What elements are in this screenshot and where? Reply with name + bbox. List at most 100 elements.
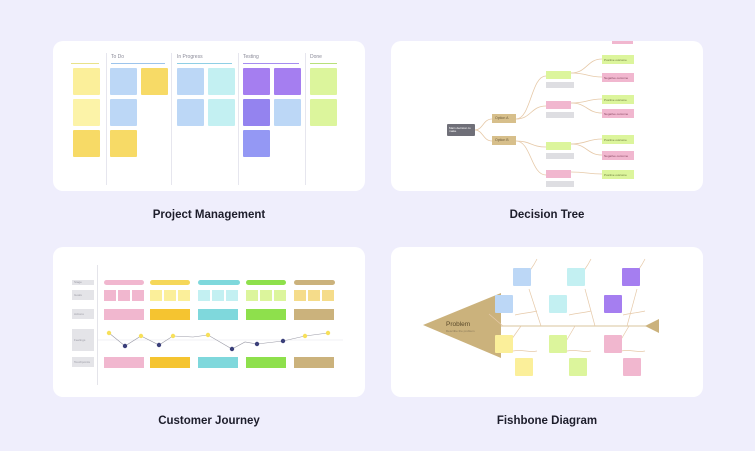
option-a-label: Option A: [495, 116, 509, 120]
outcome-label: Positive outcome: [604, 138, 627, 142]
sticky-note: [208, 99, 235, 126]
stage-pill: [150, 280, 190, 285]
template-card-customer-journey[interactable]: Stage Goals Actions Feelings Touchpoints: [53, 247, 365, 397]
sticky-note: [243, 68, 270, 95]
goal-note: [150, 290, 162, 301]
decision-tree-connectors: [474, 58, 603, 176]
row-label: Actions: [74, 312, 84, 316]
template-title-project-management[interactable]: Project Management: [152, 209, 266, 221]
goal-note: [294, 290, 306, 301]
decision-node: [546, 101, 571, 109]
row-label-box: Feelings: [72, 329, 94, 351]
cause-note: [604, 295, 622, 313]
row-label: Feelings: [74, 338, 86, 342]
outcome-node: [612, 41, 633, 44]
sticky-note: [73, 99, 100, 126]
outcome-label: Negative outcome: [604, 76, 629, 80]
option-node-b: Option B: [492, 136, 516, 145]
column-header-testing: Testing: [243, 54, 259, 60]
touchpoint-bar: [246, 357, 286, 368]
goal-note: [198, 290, 210, 301]
row-label-box: Touchpoints: [72, 357, 94, 367]
cause-note: [495, 335, 513, 353]
column-header-in-progress: In Progress: [177, 54, 203, 60]
template-title-fishbone-diagram[interactable]: Fishbone Diagram: [496, 415, 598, 427]
sticky-note: [110, 130, 137, 157]
problem-sublabel: Describe the problem: [446, 329, 475, 333]
stage-pill: [104, 280, 144, 285]
cause-note: [604, 335, 622, 353]
decision-note: [546, 153, 574, 159]
sticky-note: [310, 68, 337, 95]
journey-divider: [97, 265, 98, 385]
action-bar: [294, 309, 334, 320]
row-label-box: Stage: [72, 280, 94, 285]
column-underline: [177, 63, 232, 64]
outcome-label: Positive outcome: [604, 58, 627, 62]
row-label: Stage: [74, 280, 82, 284]
outcome-label: Positive outcome: [604, 98, 627, 102]
column-header-todo: To Do: [111, 54, 125, 60]
outcome-label: Positive outcome: [604, 173, 627, 177]
row-label-box: Actions: [72, 309, 94, 319]
column-header-done: Done: [310, 54, 322, 60]
outcome-positive: Positive outcome: [602, 95, 634, 104]
cause-note: [567, 268, 585, 286]
outcome-positive: Positive outcome: [602, 170, 634, 179]
goal-note: [212, 290, 224, 301]
template-title-decision-tree[interactable]: Decision Tree: [509, 209, 585, 221]
option-node-a: Option A: [492, 114, 516, 123]
sticky-note: [310, 99, 337, 126]
outcome-negative: Negative outcome: [602, 73, 634, 82]
cause-note: [622, 268, 640, 286]
goal-note: [226, 290, 238, 301]
template-title-customer-journey[interactable]: Customer Journey: [158, 415, 260, 427]
kanban-divider: [305, 53, 306, 185]
decision-node: [546, 170, 571, 178]
row-label: Touchpoints: [74, 360, 91, 364]
action-bar: [150, 309, 190, 320]
problem-label: Problem: [446, 321, 471, 328]
outcome-negative: Negative outcome: [602, 109, 634, 118]
feelings-line: [98, 330, 343, 352]
outcome-positive: Positive outcome: [602, 55, 634, 64]
template-card-fishbone-diagram[interactable]: Problem Describe the problem: [391, 247, 703, 397]
option-b-label: Option B: [495, 138, 509, 142]
kanban-divider: [171, 53, 172, 185]
goal-note: [308, 290, 320, 301]
column-underline: [111, 63, 165, 64]
sticky-note: [73, 68, 100, 95]
touchpoint-bar: [198, 357, 238, 368]
goal-note: [118, 290, 130, 301]
sticky-note: [208, 68, 235, 95]
sticky-note: [243, 99, 270, 126]
decision-node: [546, 71, 571, 79]
sticky-note: [110, 99, 137, 126]
decision-note: [546, 112, 574, 118]
sticky-note: [274, 68, 301, 95]
touchpoint-bar: [150, 357, 190, 368]
column-underline: [71, 63, 99, 64]
template-card-project-management[interactable]: To Do In Progress Testing Done: [53, 41, 365, 191]
kanban-divider: [106, 53, 107, 185]
sticky-note: [141, 68, 168, 95]
cause-note: [515, 358, 533, 376]
stage-pill: [198, 280, 240, 285]
cause-note: [623, 358, 641, 376]
goal-note: [246, 290, 258, 301]
sticky-note: [73, 130, 100, 157]
goal-note: [178, 290, 190, 301]
sticky-note: [243, 130, 270, 157]
goal-note: [260, 290, 272, 301]
template-card-decision-tree[interactable]: Main decision to make Option A Option B …: [391, 41, 703, 191]
cause-note: [549, 335, 567, 353]
outcome-label: Negative outcome: [604, 112, 629, 116]
column-underline: [243, 63, 299, 64]
root-decision-node: Main decision to make: [447, 124, 475, 136]
goal-note: [104, 290, 116, 301]
cause-note: [569, 358, 587, 376]
goal-note: [274, 290, 286, 301]
goal-note: [132, 290, 144, 301]
cause-note: [513, 268, 531, 286]
stage-pill: [294, 280, 335, 285]
